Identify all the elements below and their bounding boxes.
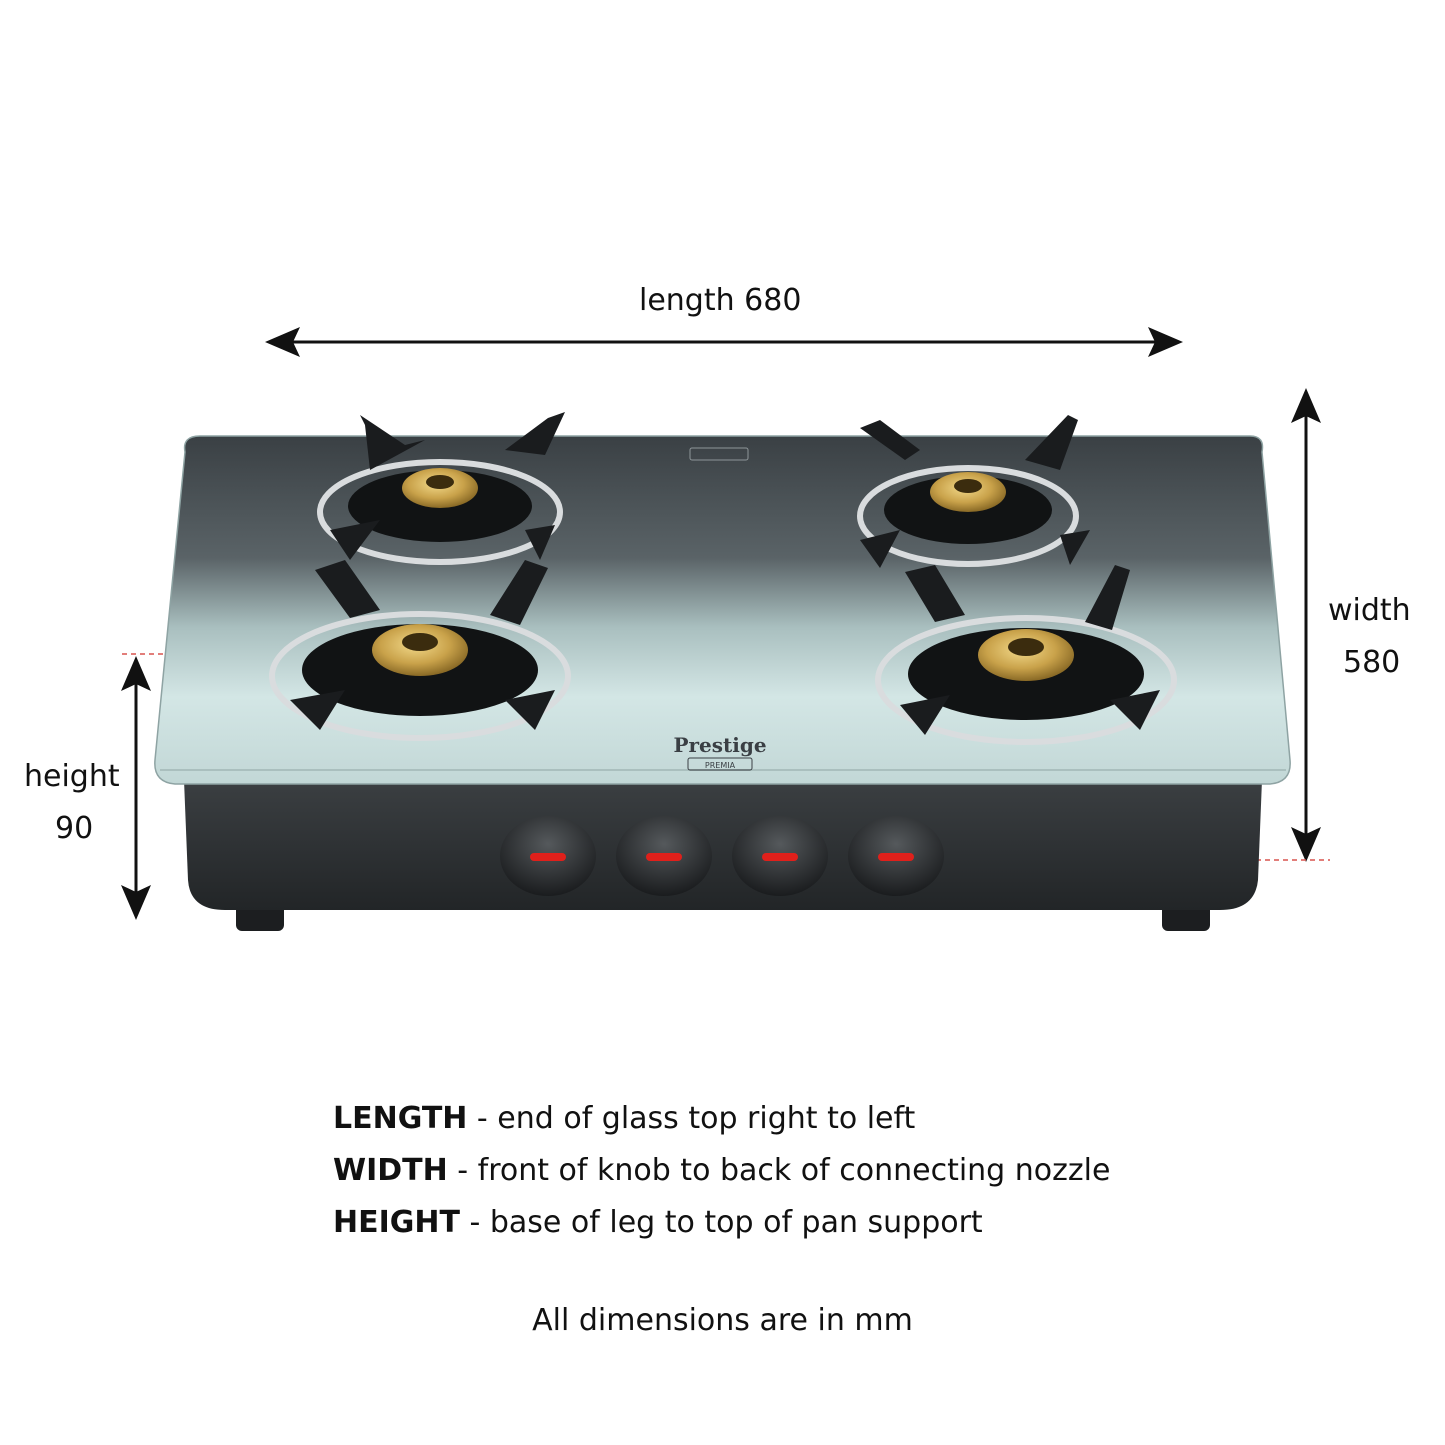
top-logo-icon — [689, 447, 749, 461]
width-label: width — [1328, 593, 1411, 628]
note-height-text: - base of leg to top of pan support — [459, 1205, 983, 1240]
burner-front-left — [269, 560, 571, 741]
height-arrow — [121, 656, 151, 920]
dimension-notes: LENGTH - end of glass top right to left … — [333, 1093, 1110, 1249]
width-value: 580 — [1343, 645, 1401, 680]
svg-text:Prestige: Prestige — [673, 733, 766, 757]
height-label: height — [24, 759, 120, 794]
note-height-key: HEIGHT — [333, 1205, 460, 1240]
note-height: HEIGHT - base of leg to top of pan suppo… — [333, 1197, 1110, 1249]
knob-1[interactable] — [500, 816, 596, 896]
height-value: 90 — [55, 811, 94, 846]
note-width-key: WIDTH — [333, 1153, 448, 1188]
note-length-key: LENGTH — [333, 1101, 468, 1136]
note-width-text: - front of knob to back of connecting no… — [447, 1153, 1111, 1188]
note-length-text: - end of glass top right to left — [467, 1101, 916, 1136]
units-note: All dimensions are in mm — [532, 1303, 913, 1338]
knob-4[interactable] — [848, 816, 944, 896]
length-arrow — [265, 327, 1183, 357]
burner-back-right — [857, 415, 1090, 568]
glass-top — [154, 435, 1291, 785]
knob-3[interactable] — [732, 816, 828, 896]
knob-2[interactable] — [616, 816, 712, 896]
width-arrow — [1291, 388, 1321, 862]
svg-text:PREMIA: PREMIA — [705, 761, 736, 770]
burner-front-right — [875, 565, 1177, 745]
length-label: length 680 — [639, 283, 802, 318]
stove-body — [184, 780, 1262, 910]
note-width: WIDTH - front of knob to back of connect… — [333, 1145, 1110, 1197]
brand-logo: Prestige PREMIA — [673, 733, 767, 771]
note-length: LENGTH - end of glass top right to left — [333, 1093, 1110, 1145]
burner-back-left — [317, 412, 565, 565]
